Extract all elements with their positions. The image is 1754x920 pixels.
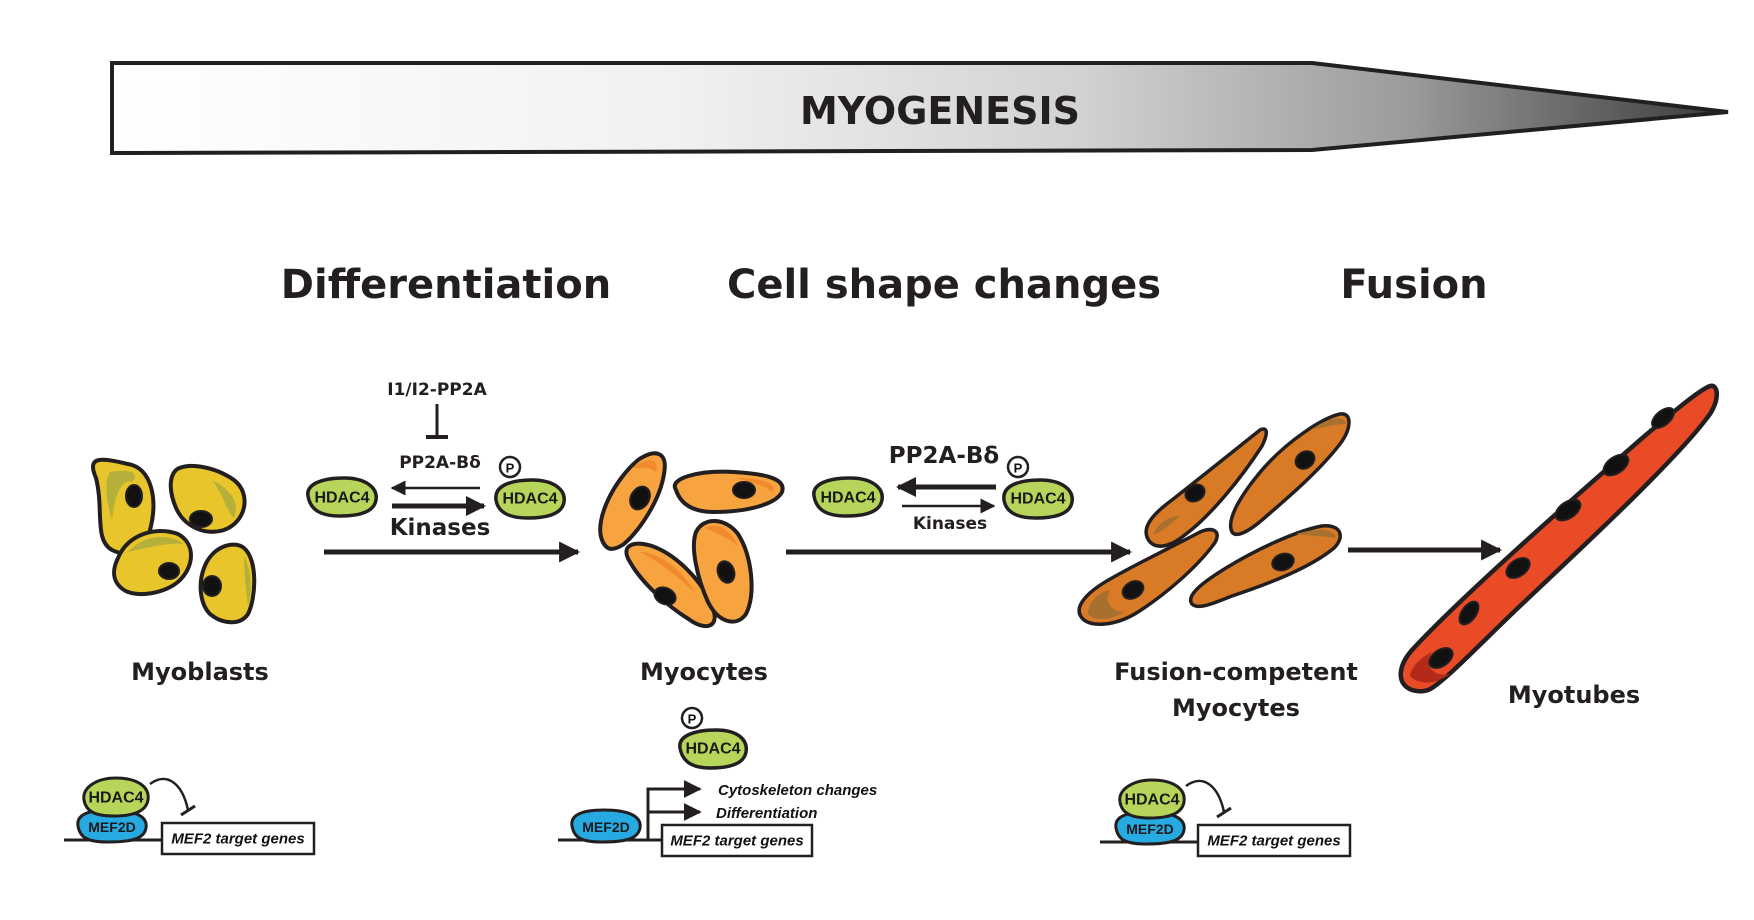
hdac4-label: HDAC4	[88, 790, 143, 807]
banner-label: MYOGENESIS	[800, 89, 1080, 133]
hdac4-unphosphorylated: HDAC4	[812, 476, 884, 518]
target-genes-box	[160, 821, 316, 856]
target-genes-box	[1196, 823, 1352, 858]
nucleus	[1294, 450, 1316, 470]
nucleus	[125, 484, 143, 508]
step2-regulation: PP2A-Bδ HDAC4 Kinases HDAC4 P	[812, 443, 1074, 534]
kinases-label: Kinases	[390, 515, 491, 541]
step1-regulation: I1/I2-PP2A PP2A-Bδ HDAC4 Kinases HDAC4 P	[306, 380, 566, 541]
phosphatase-label: PP2A-Bδ	[399, 453, 481, 473]
transcription-arrow-cytoskeleton	[646, 780, 702, 840]
myoblast-cell	[168, 463, 247, 534]
hdac4-label: HDAC4	[1010, 491, 1065, 508]
phosphate-icon	[680, 706, 704, 730]
repression-arc	[149, 777, 190, 811]
inhibitor-label: I1/I2-PP2A	[387, 380, 487, 400]
myoblast-cell	[198, 542, 257, 625]
fusion-competent-label-line2: Myocytes	[1172, 694, 1300, 722]
nucleus	[1121, 580, 1145, 600]
promoter-repressed-fusion-competent: MEF2D HDAC4 MEF2 target genes	[1100, 778, 1352, 858]
repression-bar	[180, 804, 196, 817]
target-genes-box	[660, 823, 814, 858]
myoblasts-cluster	[91, 457, 257, 625]
nucleus	[1505, 557, 1531, 579]
myoblast-cell	[91, 457, 156, 556]
myotube	[1398, 383, 1719, 694]
banner-arrow-shape	[110, 61, 1729, 156]
fusion-competent-cell	[1077, 527, 1219, 626]
nucleus	[1651, 407, 1675, 429]
hdac4-label: HDAC4	[314, 490, 369, 507]
nucleus	[158, 562, 180, 580]
myocyte-cell	[598, 451, 667, 551]
phosphate-icon	[498, 455, 522, 479]
kinases-label: Kinases	[913, 514, 987, 534]
promoter-repressed-myoblast: MEF2D HDAC4 MEF2 target genes	[64, 776, 316, 856]
nucleus	[1271, 552, 1295, 572]
mef2d-label: MEF2D	[582, 819, 629, 835]
output-cytoskeleton-changes: Cytoskeleton changes	[718, 782, 877, 799]
nucleus	[629, 485, 651, 511]
myoblast-cell	[112, 529, 193, 597]
svg-text:P: P	[688, 712, 697, 727]
cytoplasmic-phospho-hdac4: HDAC4 P	[678, 706, 748, 770]
hdac4-label: HDAC4	[502, 491, 557, 508]
hdac4-label: HDAC4	[820, 490, 875, 507]
fusion-competent-cell	[1188, 524, 1342, 609]
mef2d-protein	[570, 808, 642, 844]
nucleus	[202, 575, 222, 597]
nucleus	[732, 481, 756, 499]
nucleus	[189, 510, 213, 528]
myocyte-cell	[672, 469, 785, 515]
mef2d-label: MEF2D	[1126, 821, 1173, 837]
nucleus	[1554, 498, 1582, 522]
fusion-competent-label-line1: Fusion-competent	[1114, 658, 1358, 686]
nucleus	[1184, 483, 1206, 503]
phosphatase-label: PP2A-Bδ	[889, 443, 999, 469]
output-differentiation: Differentiation	[716, 805, 817, 822]
target-genes-label: MEF2 target genes	[171, 831, 304, 848]
hdac4-repressor	[82, 776, 150, 818]
mef2d-label: MEF2D	[88, 819, 135, 835]
myotubes-label: Myotubes	[1508, 681, 1640, 709]
repression-bar	[1216, 806, 1232, 819]
svg-text:P: P	[506, 461, 515, 476]
nucleus	[1602, 453, 1630, 477]
hdac4-phosphorylated: HDAC4 P	[494, 455, 566, 520]
promoter-active-myocyte: MEF2D Cytoskeleton changes Differentiati…	[558, 780, 877, 858]
hdac4-label: HDAC4	[685, 741, 740, 758]
myoblasts-label: Myoblasts	[131, 658, 269, 686]
myogenesis-banner: MYOGENESIS	[110, 61, 1729, 156]
svg-text:P: P	[1014, 461, 1023, 476]
nucleus	[1458, 600, 1480, 626]
hdac4-phosphorylated: HDAC4 P	[1002, 455, 1074, 520]
myocyte-cell	[691, 519, 754, 624]
target-genes-label: MEF2 target genes	[670, 833, 803, 850]
target-genes-label: MEF2 target genes	[1207, 833, 1340, 850]
myocytes-cluster	[598, 451, 785, 629]
stage-title-cell-shape-changes: Cell shape changes	[727, 262, 1161, 308]
phosphate-icon	[1006, 455, 1030, 479]
hdac4-repressor	[1118, 778, 1186, 820]
nucleus	[716, 560, 736, 584]
fusion-competent-cell	[1228, 412, 1351, 537]
fusion-competent-cluster	[1077, 412, 1351, 626]
stage-title-fusion: Fusion	[1340, 262, 1487, 308]
nucleus	[653, 586, 677, 606]
hdac4-unphosphorylated: HDAC4	[306, 476, 378, 518]
hdac4-label: HDAC4	[1124, 792, 1179, 809]
repression-arc	[1185, 779, 1226, 813]
nucleus	[1428, 647, 1454, 669]
myocytes-label: Myocytes	[640, 658, 768, 686]
stage-title-differentiation: Differentiation	[281, 262, 611, 308]
fusion-competent-cell	[1144, 427, 1268, 548]
